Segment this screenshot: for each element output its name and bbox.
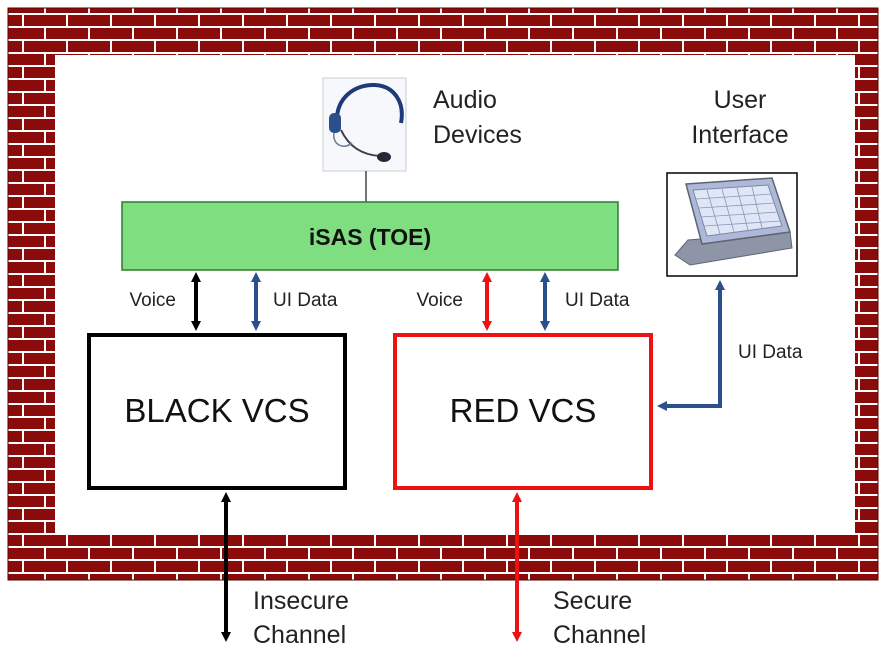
audio-devices-label-1: Audio: [433, 86, 497, 114]
black-ui-data-label: UI Data: [273, 290, 338, 311]
secure-channel-label-2: Channel: [553, 621, 646, 648]
audio-devices-group: Audio Devices: [322, 77, 522, 202]
touch-panel-icon: [674, 177, 793, 266]
red-voice-label: Voice: [417, 290, 463, 311]
user-interface-group: User Interface: [666, 86, 798, 277]
ui-to-red-arrow: [657, 280, 725, 411]
black-vcs-box: [87, 333, 347, 490]
black-vcs-label: BLACK VCS: [124, 392, 309, 429]
isas-box: [121, 201, 619, 271]
red-vcs-label: RED VCS: [450, 392, 597, 429]
secure-channel-label-1: Secure: [553, 587, 632, 615]
black-voice-label: Voice: [130, 290, 176, 311]
ui-to-red-label: UI Data: [738, 342, 803, 363]
user-interface-label-2: Interface: [691, 121, 788, 149]
insecure-channel-label-1: Insecure: [253, 587, 349, 615]
red-ui-data-label: UI Data: [565, 290, 630, 311]
red-vcs-box: [393, 333, 653, 490]
audio-devices-label-2: Devices: [433, 121, 522, 149]
headset-icon: [329, 82, 404, 162]
isas-label: iSAS (TOE): [309, 224, 431, 250]
user-interface-label-1: User: [714, 86, 767, 114]
insecure-channel-label-2: Channel: [253, 621, 346, 648]
